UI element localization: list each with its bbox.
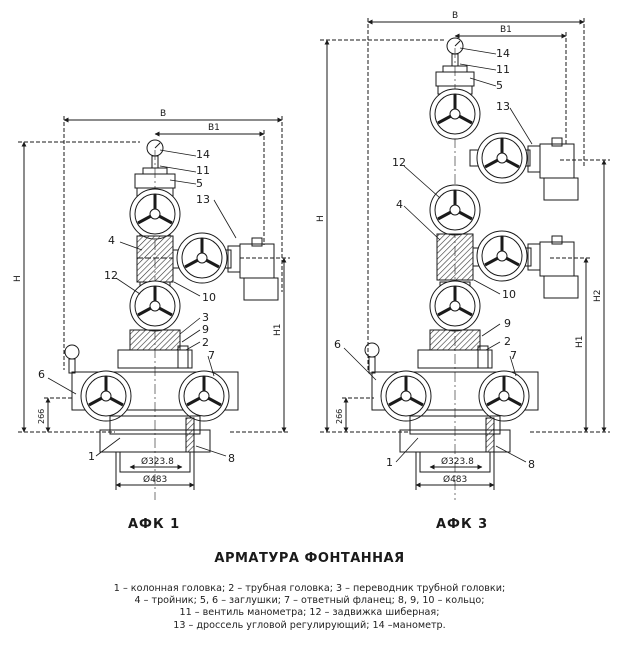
dim-d2-label: Ø483 [143, 474, 167, 485]
dim-h-label: H [13, 275, 23, 282]
caption-afk3: АФК 3 [436, 517, 488, 532]
handwheel-lower-afk3 [429, 280, 481, 332]
callout: 5 [496, 79, 503, 92]
callout: 1 [386, 456, 393, 469]
handwheel-upper-side-afk3 [476, 132, 528, 184]
choke-upper-afk3 [527, 137, 579, 201]
callout: 7 [208, 349, 215, 362]
handwheel-bottom-left-afk3 [380, 370, 432, 422]
dim-266-afk1: 266 [37, 397, 74, 433]
callout: 13 [496, 100, 510, 113]
callout: 3 [202, 311, 209, 324]
callout: 12 [392, 156, 406, 169]
handwheel-top-afk3 [429, 88, 481, 140]
callout: 7 [510, 349, 517, 362]
legend-line: 13 – дроссель угловой регулирующий; 14 –… [173, 619, 446, 631]
callouts-afk3: 14 11 5 13 12 4 10 9 2 7 6 1 8 [334, 47, 535, 471]
dim-266-label: 266 [335, 409, 344, 424]
dim-h2-label: H2 [593, 290, 603, 303]
assembly-afk3: B B1 H H2 H1 266 [316, 11, 610, 500]
callouts-afk1: 14 11 5 13 4 12 10 3 9 2 7 6 1 8 [38, 148, 235, 465]
callout: 6 [334, 338, 341, 351]
legend-line: 11 – вентиль манометра; 12 – задвижка ши… [179, 607, 440, 619]
leaders-afk3 [343, 47, 533, 463]
handwheel-bottom-right-afk3 [478, 370, 530, 422]
handwheel-upper-afk1 [129, 188, 181, 240]
dim-b1-label: B1 [500, 25, 512, 35]
callout: 14 [196, 148, 210, 161]
dim-h1-label: H1 [575, 336, 585, 349]
assembly-afk1: B B1 H H1 266 [13, 109, 290, 500]
dim-d1-label: Ø323.8 [141, 456, 174, 467]
callout: 6 [38, 368, 45, 381]
dim-266-afk3: 266 [335, 397, 374, 433]
callout: 10 [202, 291, 216, 304]
callout: 9 [202, 323, 209, 336]
dim-b-label: B [160, 109, 166, 119]
callout: 13 [196, 193, 210, 206]
dim-h-label: H [316, 215, 326, 222]
dim-d2-label: Ø483 [443, 474, 467, 485]
callout: 14 [496, 47, 510, 60]
callout: 9 [504, 317, 511, 330]
dim-d1-label: Ø323.8 [441, 456, 474, 467]
callout: 4 [108, 234, 115, 247]
legend-line: 1 – колонная головка; 2 – трубная головк… [113, 583, 506, 594]
callout: 11 [196, 164, 210, 177]
dim-b-label: B [452, 11, 458, 21]
dim-h1-afk1: H1 [230, 257, 290, 433]
callout: 12 [104, 269, 118, 282]
dim-h-afk3: H [316, 39, 444, 433]
callout: 11 [496, 63, 510, 76]
handwheel-lower-afk1 [129, 280, 181, 332]
manometer-afk1 [142, 139, 168, 175]
dim-266-label: 266 [37, 409, 46, 424]
handwheel-lower-side-afk3 [476, 230, 528, 282]
handwheel-bottom-right-afk1 [178, 370, 230, 422]
dim-b1-afk1: B1 [154, 123, 265, 245]
choke-lower-afk3 [527, 235, 579, 299]
caption-afk1: АФК 1 [128, 517, 180, 532]
dim-b1-afk3: B1 [454, 25, 567, 146]
legend-line: 4 – тройник; 5, 6 – заглушки; 7 – ответн… [134, 595, 485, 607]
choke-afk1 [227, 237, 279, 301]
handwheel-bottom-left-afk1 [80, 370, 132, 422]
callout: 4 [396, 198, 403, 211]
handwheel-side-afk1 [176, 232, 228, 284]
fountain-fittings-drawing: B B1 H H1 266 [13, 11, 610, 532]
dim-b-afk3: B [367, 11, 585, 372]
legend: 1 – колонная головка; 2 – трубная головк… [0, 583, 619, 632]
callout: 2 [202, 336, 209, 349]
dim-b1-label: B1 [208, 123, 220, 133]
handwheel-middle-afk3 [429, 184, 481, 236]
leaders-afk1 [47, 149, 237, 457]
callout: 8 [528, 458, 535, 471]
callout: 8 [228, 452, 235, 465]
dim-h2-afk3: H2 [530, 159, 610, 433]
dim-h-afk1: H [13, 141, 140, 433]
callout: 2 [504, 335, 511, 348]
callout: 5 [196, 177, 203, 190]
figure-title: АРМАТУРА ФОНТАННАЯ [214, 551, 405, 566]
dim-h1-label: H1 [273, 324, 283, 337]
callout: 10 [502, 288, 516, 301]
callout: 1 [88, 450, 95, 463]
dim-h1-afk3: H1 [550, 257, 592, 433]
